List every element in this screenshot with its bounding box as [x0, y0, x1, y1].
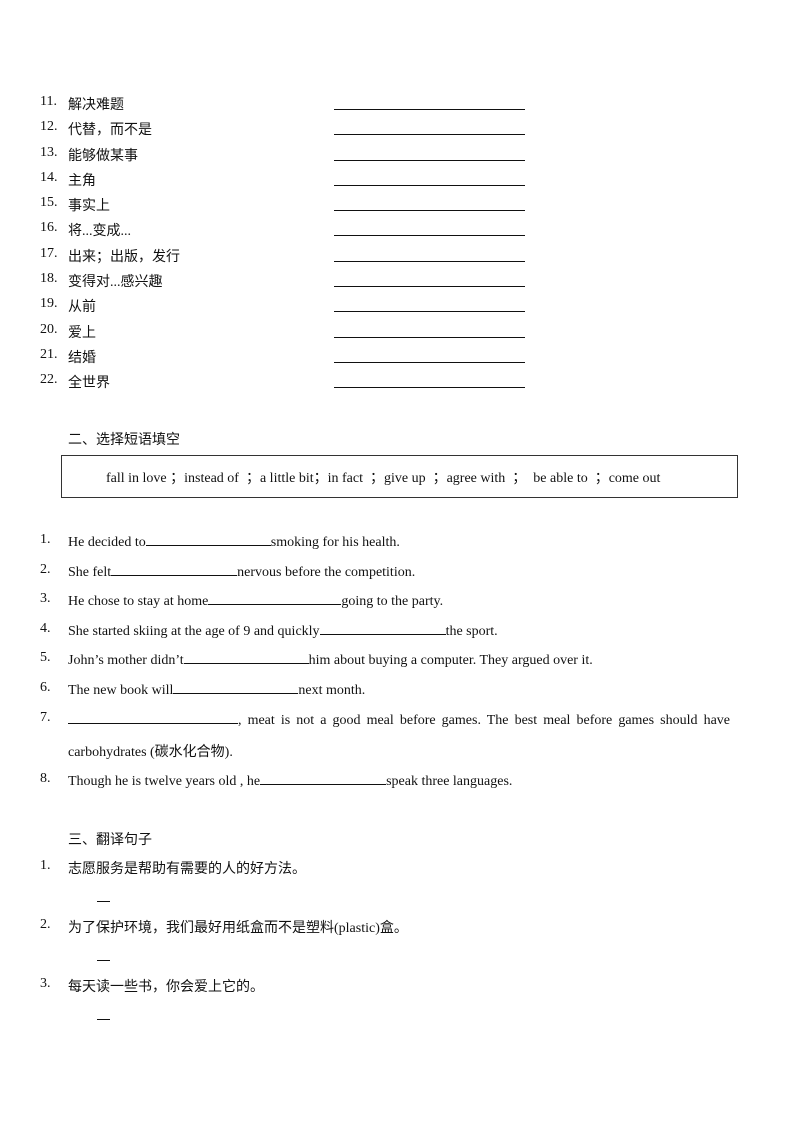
question-text: next month.	[298, 683, 366, 698]
answer-blank	[319, 621, 446, 635]
vocab-term: 解决难题	[68, 98, 124, 113]
vocab-term: 出来；出版，发行	[68, 250, 180, 265]
sentence-text: 每天读一些书，你会爱上它的。	[68, 980, 264, 995]
answer-blank	[334, 387, 525, 388]
question-number: 2.	[40, 562, 51, 577]
sentence-text: 为了保护环境，我们最好用纸盒而不是塑料(plastic)盒。	[68, 921, 408, 936]
question-text: She started skiing at the age of 9 and q…	[68, 624, 320, 639]
answer-blank	[97, 901, 110, 902]
vocab-item: 22. 全世界	[40, 372, 540, 392]
question-text-line1: , meat is not a good meal before games. …	[238, 713, 730, 728]
vocab-term: 全世界	[68, 376, 110, 391]
vocab-item: 13. 能够做某事	[40, 145, 540, 165]
item-number: 15.	[40, 195, 58, 210]
answer-blank	[334, 210, 525, 211]
vocab-term: 能够做某事	[68, 149, 138, 164]
vocab-item: 11. 解决难题	[40, 94, 540, 114]
item-number: 20.	[40, 322, 58, 337]
question-number: 3.	[40, 591, 51, 606]
question-text: The new book will	[68, 683, 174, 698]
vocab-term: 变得对...感兴趣	[68, 275, 163, 290]
vocab-term: 事实上	[68, 199, 110, 214]
answer-blank	[111, 562, 238, 576]
question-text: going to the party.	[341, 594, 444, 609]
vocab-item: 17. 出来；出版，发行	[40, 246, 540, 266]
question-text: smoking for his health.	[270, 535, 400, 550]
vocab-item: 12. 代替，而不是	[40, 119, 540, 139]
answer-blank	[334, 311, 525, 312]
vocab-term: 从前	[68, 300, 96, 315]
answer-blank	[183, 650, 309, 664]
question-text: the sport.	[445, 624, 498, 639]
answer-blank	[334, 362, 525, 363]
answer-blank	[334, 337, 525, 338]
item-number: 19.	[40, 296, 58, 311]
sentence-text: 志愿服务是帮助有需要的人的好方法。	[68, 862, 306, 877]
item-number: 21.	[40, 347, 58, 362]
question-text: Though he is twelve years old , he	[68, 774, 261, 789]
question-number: 5.	[40, 650, 51, 665]
vocab-term: 爱上	[68, 326, 96, 341]
vocab-item: 14. 主角	[40, 170, 540, 190]
item-number: 11.	[40, 94, 57, 109]
vocab-term: 将...变成...	[68, 224, 131, 239]
question-text: He decided to	[68, 535, 146, 550]
question-number: 3.	[40, 976, 51, 991]
item-number: 14.	[40, 170, 58, 185]
answer-blank	[334, 286, 525, 287]
answer-blank	[260, 771, 387, 785]
item-number: 12.	[40, 119, 58, 134]
question-number: 1.	[40, 858, 51, 873]
answer-blank	[334, 134, 525, 135]
question-number: 7.	[40, 710, 51, 725]
section-title: 三、翻译句子	[68, 833, 152, 848]
question-text: him about buying a computer. They argued…	[308, 653, 593, 668]
item-number: 18.	[40, 271, 58, 286]
word-bank: fall in love ；instead of ；a little bit；i…	[61, 455, 738, 498]
question-number: 8.	[40, 771, 51, 786]
answer-blank	[173, 680, 299, 694]
question-text: speak three languages.	[386, 774, 513, 789]
section-title: 二、选择短语填空	[68, 433, 180, 448]
answer-blank	[208, 591, 342, 605]
question-text-line2: carbohydrates (碳水化合物).	[68, 745, 233, 760]
question-number: 6.	[40, 680, 51, 695]
answer-blank	[97, 960, 110, 961]
vocab-item: 20. 爱上	[40, 322, 540, 342]
answer-blank	[145, 532, 271, 546]
answer-blank	[68, 710, 238, 724]
vocab-item: 15. 事实上	[40, 195, 540, 215]
question-number: 2.	[40, 917, 51, 932]
vocab-term: 代替，而不是	[68, 123, 152, 138]
vocab-item: 18. 变得对...感兴趣	[40, 271, 540, 291]
question-text: She felt	[68, 565, 112, 580]
answer-blank	[334, 160, 525, 161]
answer-blank	[97, 1019, 110, 1020]
item-number: 22.	[40, 372, 58, 387]
question-number: 1.	[40, 532, 51, 547]
question-text: nervous before the competition.	[237, 565, 416, 580]
vocab-term: 结婚	[68, 351, 96, 366]
vocab-item: 16. 将...变成...	[40, 220, 540, 240]
answer-blank	[334, 109, 525, 110]
vocab-item: 21. 结婚	[40, 347, 540, 367]
question-text: , meat is not a good meal before games. …	[68, 710, 730, 729]
answer-blank	[334, 235, 525, 236]
vocab-item: 19. 从前	[40, 296, 540, 316]
vocab-term: 主角	[68, 174, 96, 189]
item-number: 17.	[40, 246, 58, 261]
answer-blank	[334, 261, 525, 262]
item-number: 16.	[40, 220, 58, 235]
answer-blank	[334, 185, 525, 186]
item-number: 13.	[40, 145, 58, 160]
question-text: John’s mother didn’t	[68, 653, 184, 668]
question-number: 4.	[40, 621, 51, 636]
question-text: He chose to stay at home	[68, 594, 209, 609]
